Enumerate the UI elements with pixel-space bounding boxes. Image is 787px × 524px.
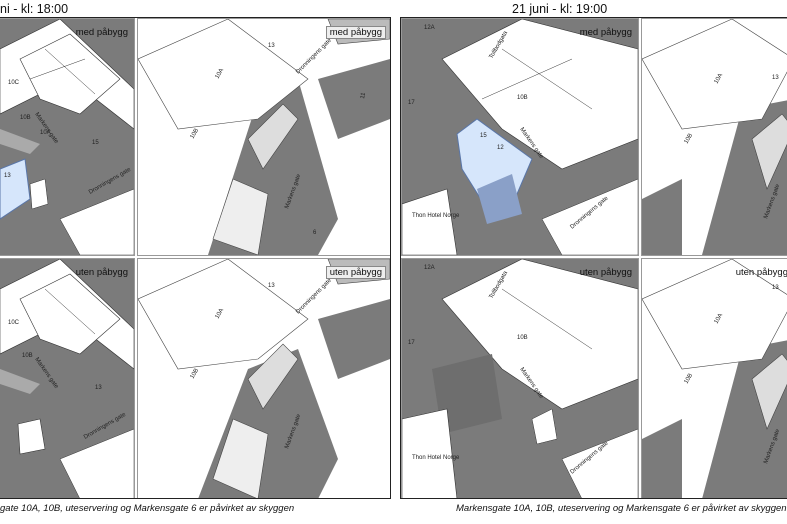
building-label-17: 17: [408, 340, 415, 346]
shadow-map-aerial: 10A 10B 13 Markens gate Dronningens gate: [138, 259, 390, 498]
shadow-map-street: Markens gate Dronningens gate 10B 10C 13: [0, 259, 134, 498]
panel-tag: med påbygg: [579, 27, 632, 38]
shadow-map-aerial: 10A 10B 13 Markens gate: [642, 259, 787, 498]
left-caption: gate 10A, 10B, uteservering og Markensga…: [0, 503, 295, 514]
left-panel-uten-aerial: 10A 10B 13 Markens gate Dronningens gate…: [137, 258, 390, 498]
hotel-label: Thon Hotel Norge: [412, 455, 460, 461]
building-label-10b: 10B: [684, 133, 695, 145]
building-label-10a: 10A: [215, 308, 226, 320]
left-time-heading: ni - kl: 18:00: [0, 2, 69, 16]
building-label-10b: 10B: [22, 353, 33, 359]
building-label-12: 12: [497, 145, 504, 151]
building-label-13: 13: [772, 285, 779, 291]
panel-tag: med påbygg: [325, 26, 386, 39]
building-label-10a: 10A: [215, 68, 226, 80]
building-label-10b: 10B: [20, 115, 31, 121]
building-label-10b: 10B: [190, 368, 201, 380]
left-panel-med-aerial: 10A 10B 13 11 6 Markens gate Dronningens…: [137, 18, 390, 256]
building-label-15: 15: [92, 140, 99, 146]
building-label-10b: 10B: [517, 335, 528, 341]
right-panel-med-aerial: 10A 10B 13 Markens gate: [641, 18, 787, 256]
building-label-10c: 10C: [8, 320, 20, 326]
right-caption: Markensgate 10A, 10B, uteservering og Ma…: [456, 503, 787, 514]
hotel-label: Thon Hotel Norge: [412, 213, 460, 219]
building-label-13: 13: [4, 173, 11, 179]
right-panel-med-street: Tollbodgata Markens gate Dronningens gat…: [401, 18, 639, 256]
building-label-10b: 10B: [684, 373, 695, 385]
building-label-12a: 12A: [424, 25, 435, 31]
building-label-10c: 10C: [8, 80, 20, 86]
building-label-10a: 10A: [714, 313, 725, 325]
shadow-map-street: Tollbodgata Markens gate Dronningens gat…: [402, 19, 638, 255]
left-diagram-board: Markens gate Dronningens gate 10A 10B 10…: [0, 17, 391, 499]
building-label-11: 11: [360, 92, 367, 100]
building-label-13: 13: [268, 283, 275, 289]
building-label-12a: 12A: [424, 265, 435, 271]
building-label-6: 6: [313, 230, 317, 236]
left-panel-med-street: Markens gate Dronningens gate 10A 10B 10…: [0, 18, 135, 256]
right-time-heading: 21 juni - kl: 19:00: [512, 2, 608, 16]
shadow-map-street: Markens gate Dronningens gate 10A 10B 10…: [0, 19, 134, 255]
panel-tag: uten påbygg: [75, 267, 128, 278]
building-label-15: 15: [480, 133, 487, 139]
left-panel-uten-street: Markens gate Dronningens gate 10B 10C 13…: [0, 258, 135, 498]
panel-tag: uten påbygg: [579, 267, 632, 278]
building-label-10b: 10B: [517, 95, 528, 101]
shadow-map-street: Tollbodgata Markens gate Dronningens gat…: [402, 259, 638, 498]
right-panel-uten-aerial: 10A 10B 13 Markens gate uten påbygg: [641, 258, 787, 498]
shadow-map-aerial: 10A 10B 13 11 6 Markens gate Dronningens…: [138, 19, 390, 255]
right-panel-uten-street: Tollbodgata Markens gate Dronningens gat…: [401, 258, 639, 498]
panel-tag: uten påbygg: [735, 267, 787, 278]
right-diagram-board: Tollbodgata Markens gate Dronningens gat…: [400, 17, 787, 499]
panel-tag: uten påbygg: [325, 266, 386, 279]
shadow-map-aerial: 10A 10B 13 Markens gate: [642, 19, 787, 255]
building-label-13: 13: [268, 43, 275, 49]
building-label-17: 17: [408, 100, 415, 106]
panel-tag: med påbygg: [75, 27, 128, 38]
building-label-13: 13: [772, 75, 779, 81]
building-label-10b: 10B: [190, 128, 201, 140]
building-label-10a: 10A: [40, 130, 51, 136]
building-label-10a: 10A: [714, 73, 725, 85]
building-label-13: 13: [95, 385, 102, 391]
